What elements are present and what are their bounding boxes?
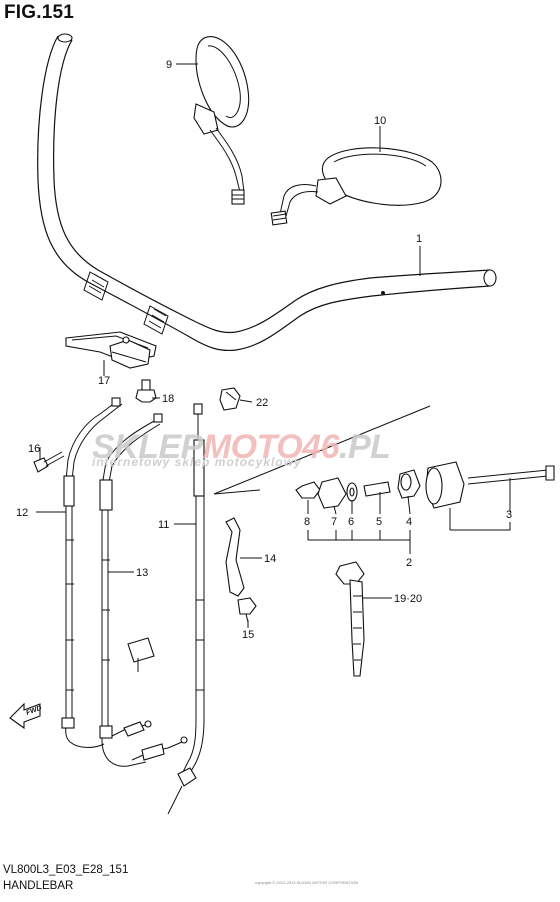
bolt-part-15[interactable] bbox=[237, 597, 257, 623]
clamp-bracket-part-17[interactable] bbox=[65, 331, 157, 369]
callout-3: 3 bbox=[506, 509, 512, 521]
label-part-22[interactable] bbox=[127, 637, 155, 663]
mirror-left-part-9[interactable] bbox=[193, 36, 250, 205]
callout-11: 11 bbox=[158, 519, 169, 531]
watermark-tagline: internetowy sklep motocyklowy bbox=[92, 455, 302, 469]
callout-10: 10 bbox=[374, 115, 386, 127]
cable-tie-part-19-20[interactable] bbox=[335, 561, 365, 677]
section-name: HANDLEBAR bbox=[3, 880, 74, 892]
cable-clamp-part-14[interactable] bbox=[225, 517, 245, 597]
callout-2: 2 bbox=[406, 557, 412, 569]
callout-21: 22 bbox=[256, 397, 268, 409]
callout-5: 5 bbox=[376, 516, 382, 528]
handlebar-part-1[interactable] bbox=[37, 33, 497, 352]
callout-8: 8 bbox=[304, 516, 310, 528]
callout-19-20: 19·20 bbox=[394, 593, 422, 605]
callout-18: 18 bbox=[162, 393, 174, 405]
callout-15: 15 bbox=[242, 629, 254, 641]
clip-part-21[interactable] bbox=[219, 387, 241, 411]
callout-14: 14 bbox=[264, 553, 276, 565]
forward-arrow: FWD bbox=[9, 702, 43, 730]
bolt-part-16[interactable] bbox=[33, 451, 65, 473]
callout-4: 4 bbox=[406, 516, 412, 528]
clutch-cable-part-11[interactable] bbox=[167, 403, 205, 815]
callout-1: 1 bbox=[416, 233, 422, 245]
figure-code: VL800L3_E03_E28_151 bbox=[3, 864, 129, 876]
callout-13: 13 bbox=[136, 567, 148, 579]
callout-labels: 9 10 1 17 18 22 16 12 13 11 14 15 19·20 … bbox=[16, 59, 512, 641]
throttle-cable-part-12[interactable] bbox=[61, 397, 123, 748]
copyright-note: copyright © 2012-2013 SUZUKI MOTOR CORPO… bbox=[255, 880, 358, 885]
watermark-logo: SKLEPMOTO46.PL bbox=[92, 428, 391, 466]
callout-9: 9 bbox=[166, 59, 172, 71]
leader-lines bbox=[36, 63, 511, 672]
callout-12: 12 bbox=[16, 507, 28, 519]
figure-title: FIG.151 bbox=[4, 2, 75, 23]
mirror-right-part-10[interactable] bbox=[270, 147, 442, 226]
screw-part-18[interactable] bbox=[135, 379, 157, 403]
callout-6: 6 bbox=[348, 516, 354, 528]
callout-17: 17 bbox=[98, 375, 110, 387]
throttle-cable-part-13[interactable] bbox=[99, 413, 188, 767]
callout-7: 7 bbox=[331, 516, 337, 528]
bar-end-assembly-part-2[interactable] bbox=[213, 405, 555, 509]
callout-16: 16 bbox=[28, 443, 40, 455]
